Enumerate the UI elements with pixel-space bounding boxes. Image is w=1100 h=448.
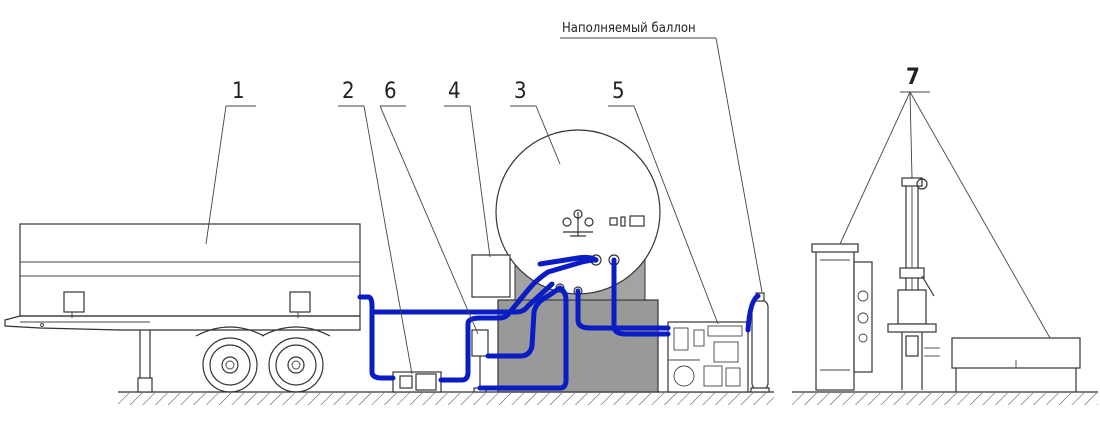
filled-cylinder xyxy=(750,292,770,393)
pipeline xyxy=(357,254,761,391)
lpg-storage-tank xyxy=(495,129,661,296)
fuel-dispenser xyxy=(811,243,873,391)
ground-hatch-icon xyxy=(118,391,1098,405)
label-tank: 3 xyxy=(514,79,527,104)
label-pump: 2 xyxy=(342,79,355,104)
compressor-unit xyxy=(667,321,749,393)
flow-meter xyxy=(471,329,489,393)
valve-icon xyxy=(562,209,594,237)
label-meter: 6 xyxy=(384,79,397,104)
caption-filled-cylinder: Наполняемый баллон xyxy=(562,21,696,36)
control-cabinet xyxy=(471,254,511,298)
wheel-icon xyxy=(268,337,324,393)
label-dispensers: 7 xyxy=(906,65,920,90)
storage-box xyxy=(951,337,1081,392)
label-cabinet: 4 xyxy=(448,79,461,104)
pump-unit xyxy=(392,371,442,393)
loading-arm xyxy=(887,177,940,390)
wheel-icon xyxy=(202,337,258,393)
semi-trailer-tanker xyxy=(4,223,361,393)
leader-lines xyxy=(205,37,1051,375)
label-compressor: 5 xyxy=(612,79,625,104)
label-trailer: 1 xyxy=(232,79,245,104)
